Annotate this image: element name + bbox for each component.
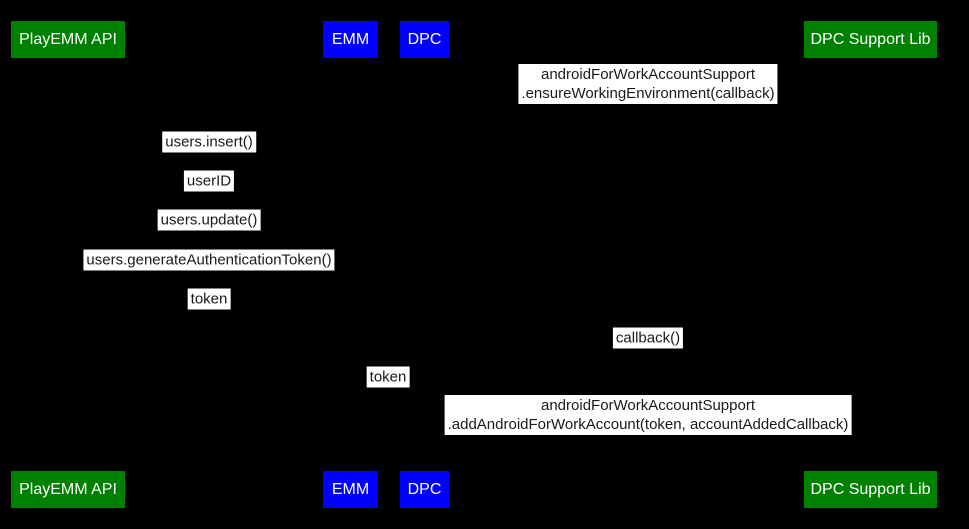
message-label-7: token bbox=[366, 366, 410, 388]
message-arrow-3 bbox=[68, 234, 350, 235]
message-line: .ensureWorkingEnvironment(callback) bbox=[521, 85, 775, 102]
actor-label: PlayEMM API bbox=[19, 480, 117, 498]
message-line: users.update() bbox=[160, 211, 258, 229]
lifeline-dpc bbox=[424, 58, 425, 471]
message-line: callback() bbox=[615, 329, 681, 347]
message-line: token bbox=[190, 290, 228, 308]
actor-dpc-top: DPC bbox=[400, 21, 449, 58]
actor-dpc-support-lib-top: DPC Support Lib bbox=[804, 21, 937, 58]
message-arrow-7 bbox=[350, 391, 424, 392]
actor-label: DPC Support Lib bbox=[810, 480, 931, 498]
message-line: androidForWorkAccountSupport bbox=[541, 397, 755, 414]
message-label-6: callback() bbox=[612, 327, 684, 349]
actor-dpc-bottom: DPC bbox=[400, 471, 449, 508]
message-arrow-4 bbox=[68, 274, 350, 275]
message-label-3: users.update() bbox=[157, 209, 261, 231]
actor-label: PlayEMM API bbox=[19, 30, 117, 48]
actor-playemm-api-bottom: PlayEMM API bbox=[11, 471, 125, 508]
actor-label: DPC bbox=[407, 30, 442, 48]
message-arrow-1 bbox=[68, 156, 350, 157]
message-arrow-6 bbox=[424, 352, 870, 353]
actor-label: DPC Support Lib bbox=[810, 30, 931, 48]
message-arrow-0 bbox=[424, 107, 870, 108]
message-line: users.generateAuthenticationToken() bbox=[86, 251, 332, 269]
actor-dpc-support-lib-bottom: DPC Support Lib bbox=[804, 471, 937, 508]
message-line: androidForWorkAccountSupport bbox=[540, 66, 755, 83]
message-line: userID bbox=[186, 172, 232, 190]
actor-label: DPC bbox=[407, 480, 442, 498]
lifeline-emm bbox=[350, 58, 351, 471]
actor-emm-top: EMM bbox=[323, 21, 378, 58]
lifeline-playemm-api bbox=[68, 58, 69, 471]
message-line: .addAndroidForWorkAccount(token, account… bbox=[447, 416, 849, 433]
message-arrow-5 bbox=[68, 313, 350, 314]
message-label-0: androidForWorkAccountSupport .ensureWorki… bbox=[518, 64, 778, 104]
message-label-1: users.insert() bbox=[162, 131, 256, 153]
message-label-8: androidForWorkAccountSupport .addAndroidF… bbox=[444, 395, 852, 435]
message-arrow-2 bbox=[68, 195, 350, 196]
actor-emm-bottom: EMM bbox=[323, 471, 378, 508]
lifeline-dpc-support-lib bbox=[870, 58, 871, 471]
message-label-4: users.generateAuthenticationToken() bbox=[83, 249, 335, 271]
message-label-2: userID bbox=[183, 170, 235, 192]
message-label-5: token bbox=[187, 288, 231, 310]
actor-playemm-api-top: PlayEMM API bbox=[11, 21, 125, 58]
message-line: users.insert() bbox=[165, 133, 253, 151]
message-line: token bbox=[369, 368, 407, 386]
actor-label: EMM bbox=[331, 480, 370, 498]
message-arrow-8 bbox=[424, 438, 870, 439]
actor-label: EMM bbox=[331, 30, 370, 48]
